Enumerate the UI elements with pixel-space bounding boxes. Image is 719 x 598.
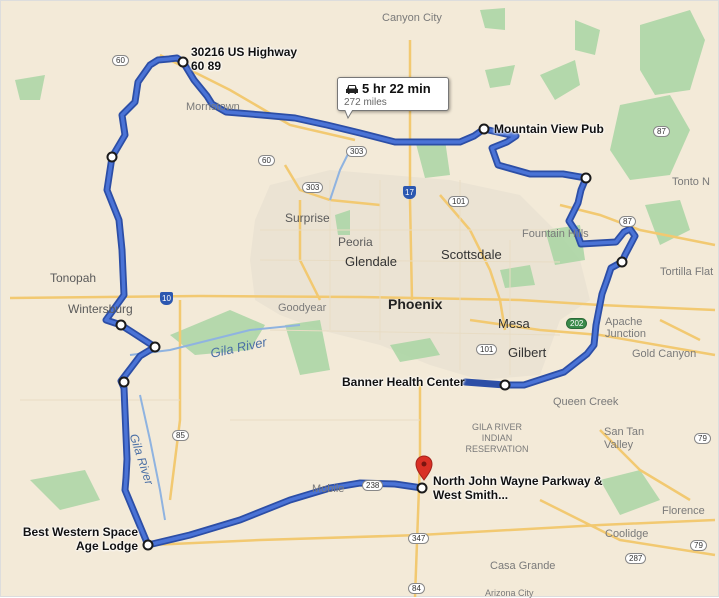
route-duration: 5 hr 22 min: [362, 81, 431, 96]
highway-shield: 101: [448, 196, 470, 207]
place-label: Scottsdale: [441, 247, 502, 262]
highway-shield: 303: [346, 146, 368, 157]
place-label: Goodyear: [278, 302, 327, 314]
interstate-shield: 17: [403, 186, 416, 199]
place-label: Casa Grande: [490, 560, 556, 572]
route-box-pointer: [343, 108, 357, 120]
highway-shield: 60: [258, 155, 275, 166]
waypoint[interactable]: [115, 319, 127, 331]
highway-shield: 202: [566, 318, 588, 329]
waypoint-banner[interactable]: [499, 379, 511, 391]
route-distance: 272 miles: [344, 97, 387, 108]
waypoint[interactable]: [616, 256, 628, 268]
stop-label-wayne[interactable]: North John Wayne Parkway & West Smith...: [433, 474, 603, 502]
place-label: Coolidge: [605, 528, 649, 540]
waypoint[interactable]: [106, 151, 118, 163]
highway-shield: 238: [362, 480, 384, 491]
place-label: Queen Creek: [553, 396, 619, 408]
stop-label-highway60[interactable]: 30216 US Highway 60 89: [191, 45, 298, 73]
stop-label-banner[interactable]: Banner Health Center: [342, 375, 465, 389]
place-label: GILA RIVER INDIAN RESERVATION: [465, 422, 529, 454]
park-areas: [15, 8, 705, 515]
stop-label-pub[interactable]: Mountain View Pub: [494, 122, 604, 136]
place-label: Surprise: [285, 211, 330, 225]
place-label: Peoria: [338, 235, 373, 249]
place-label: Tortilla Flat: [660, 266, 714, 278]
highway-shield: 347: [408, 533, 430, 544]
destination-pin-icon[interactable]: [415, 455, 433, 481]
place-label: Tonopah: [50, 271, 97, 285]
place-label: Apache Junction: [605, 316, 646, 340]
waypoint[interactable]: [118, 376, 130, 388]
minor-roads: [20, 180, 561, 421]
place-label: Gold Canyon: [632, 348, 697, 360]
highway-shield: 79: [694, 433, 711, 444]
place-label: Phoenix: [388, 296, 443, 312]
waypoint[interactable]: [580, 172, 592, 184]
place-label: Wintersburg: [68, 302, 133, 316]
route-summary-box[interactable]: 5 hr 22 min 272 miles: [337, 77, 449, 111]
highway-shield: 60: [112, 55, 129, 66]
highway-shield: 87: [619, 216, 636, 227]
place-label: Canyon City: [382, 12, 442, 24]
waypoint[interactable]: [149, 341, 161, 353]
interstate-shield: 10: [160, 292, 173, 305]
highway-shield: 101: [476, 344, 498, 355]
waypoint-pub[interactable]: [478, 123, 490, 135]
place-label: Arizona City: [485, 588, 534, 598]
place-label: Tonto N: [672, 176, 710, 188]
highway-shield: 287: [625, 553, 647, 564]
highway-shield: 84: [408, 583, 425, 594]
highway-shield: 79: [690, 540, 707, 551]
place-label: Gilbert: [508, 345, 547, 360]
stop-label-lodge[interactable]: Best Western Space Age Lodge: [22, 525, 138, 553]
waypoint-wayne[interactable]: [416, 482, 428, 494]
highway-shield: 303: [302, 182, 324, 193]
place-label: Fountain Hills: [522, 228, 589, 240]
place-label: San Tan Valley: [604, 426, 645, 451]
waypoint-highway60[interactable]: [177, 56, 189, 68]
highway-shield: 87: [653, 126, 670, 137]
place-label: Florence: [662, 505, 705, 517]
waypoint-markers[interactable]: [106, 56, 628, 551]
car-icon: [346, 85, 358, 94]
waypoint-lodge[interactable]: [142, 539, 154, 551]
place-label: Glendale: [345, 254, 398, 269]
place-label: Morristown: [186, 101, 240, 113]
highway-shield: 85: [172, 430, 189, 441]
place-label: Mesa: [498, 316, 530, 331]
place-label: Mobile: [312, 483, 345, 495]
